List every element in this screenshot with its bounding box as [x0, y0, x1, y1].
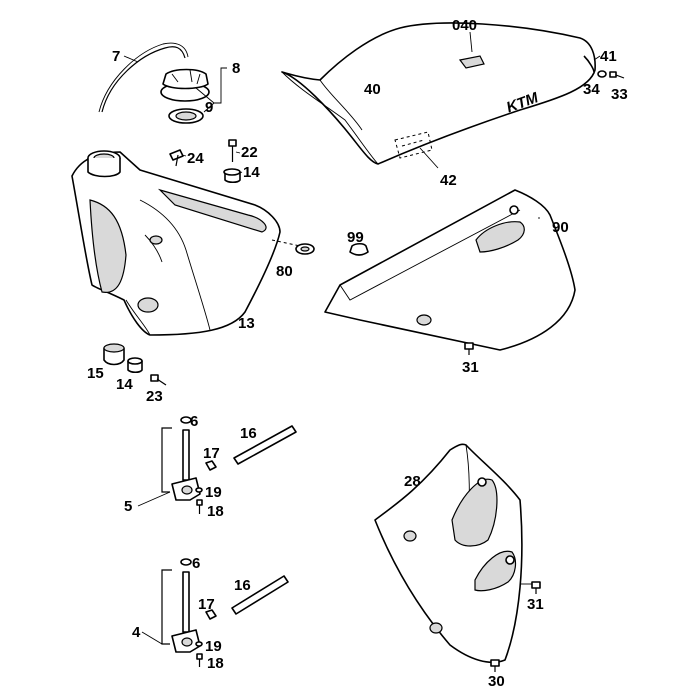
- callout-7: 7: [112, 48, 120, 65]
- callout-16-lower: 16: [234, 577, 251, 594]
- callout-14-upper: 14: [243, 164, 260, 181]
- callout-99: 99: [347, 229, 364, 246]
- fuel-tap-lower: [161, 558, 201, 653]
- screw-18-lower: [196, 653, 203, 667]
- callout-23: 23: [146, 388, 163, 405]
- bolt-22: [228, 139, 237, 162]
- screw-31-lower: [531, 581, 541, 594]
- screw-30: [490, 659, 500, 672]
- callout-34: 34: [583, 81, 600, 98]
- rubber-mount-15: [103, 343, 125, 366]
- clip-17-upper: [205, 460, 217, 471]
- callout-90: 90: [552, 219, 569, 236]
- seat: [281, 22, 596, 165]
- bolt-23: [150, 374, 167, 386]
- fuel-cap: [160, 68, 210, 102]
- callout-41: 41: [600, 48, 617, 65]
- callout-42: 42: [440, 172, 457, 189]
- hose-16-upper: [233, 425, 297, 465]
- callout-17-lower: 17: [198, 596, 215, 613]
- callout-30: 30: [488, 673, 505, 690]
- fuel-tank: [71, 150, 281, 336]
- cap-gasket: [168, 108, 204, 124]
- side-panel-left: [374, 443, 523, 664]
- fuel-hose: [101, 46, 186, 113]
- callout-19-lower: 19: [205, 638, 222, 655]
- side-cover-right: [324, 189, 576, 351]
- callout-22: 22: [241, 144, 258, 161]
- screw-31-upper: [464, 342, 474, 355]
- callout-18-lower: 18: [207, 655, 224, 672]
- callout-24: 24: [187, 150, 204, 167]
- washer-34: [597, 70, 607, 78]
- rubber-bushing-upper: [223, 168, 241, 184]
- callout-15: 15: [87, 365, 104, 382]
- callout-9: 9: [205, 99, 213, 116]
- callout-6-upper: 6: [190, 413, 198, 430]
- washer-19-lower: [195, 641, 203, 647]
- callout-17-upper: 17: [203, 445, 220, 462]
- callout-8: 8: [232, 60, 240, 77]
- callout-13: 13: [238, 315, 255, 332]
- rubber-bushing-lower: [127, 357, 143, 374]
- leader-lines: [123, 31, 601, 645]
- callout-5: 5: [124, 498, 132, 515]
- screw-33: [609, 71, 625, 79]
- screw-18-upper: [196, 499, 203, 514]
- callout-labels: 7 8 9 24 22 14 13 80 15 14 23 040 40 41 …: [87, 17, 628, 690]
- screw-24: [169, 149, 184, 167]
- callout-14-lower: 14: [116, 376, 133, 393]
- leader-dash-80: [271, 239, 301, 247]
- callout-80: 80: [276, 263, 293, 280]
- callout-40: 40: [364, 81, 381, 98]
- callout-4: 4: [132, 624, 141, 641]
- fuel-tap-upper: [161, 416, 201, 501]
- callout-31-lower: 31: [527, 596, 544, 613]
- callout-31-upper: 31: [462, 359, 479, 376]
- callout-19-upper: 19: [205, 484, 222, 501]
- washer-80: [295, 243, 315, 255]
- fuel-hose-edge: [98, 42, 189, 113]
- clip-17-lower: [205, 609, 217, 620]
- callout-6-lower: 6: [192, 555, 200, 572]
- callout-33: 33: [611, 86, 628, 103]
- callout-16-upper: 16: [240, 425, 257, 442]
- callout-040: 040: [452, 17, 477, 34]
- callout-28: 28: [404, 473, 421, 490]
- callout-18-upper: 18: [207, 503, 224, 520]
- hose-16-lower: [231, 575, 289, 615]
- washer-19-upper: [195, 487, 203, 493]
- grommet-99: [349, 242, 369, 256]
